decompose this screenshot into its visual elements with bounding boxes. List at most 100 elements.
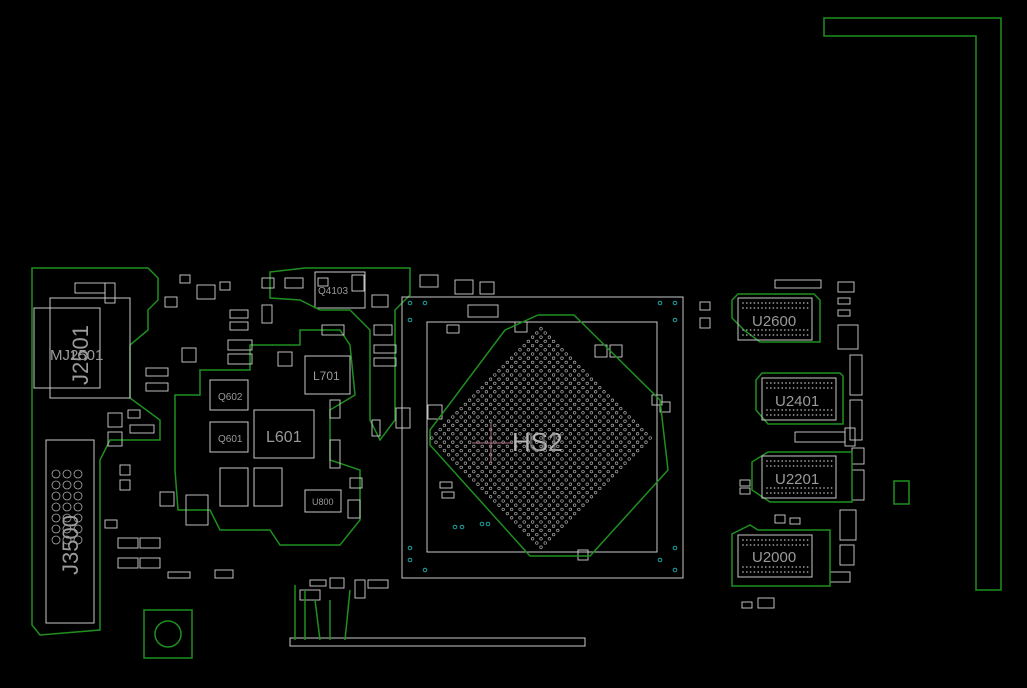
mem-ball <box>807 492 810 494</box>
bga-ball <box>535 440 539 444</box>
mem-ball <box>742 566 744 568</box>
bga-ball <box>543 364 547 369</box>
bga-ball <box>581 377 585 381</box>
mem-ball <box>745 334 748 336</box>
mem-ball <box>791 571 794 573</box>
bga-ball <box>581 453 585 457</box>
mem-ball <box>749 302 752 304</box>
mem-ball <box>772 302 775 304</box>
bga-ball <box>476 457 480 461</box>
bga-ball <box>585 432 589 436</box>
bga-ball <box>572 377 577 381</box>
passive-part <box>594 344 608 358</box>
bga-ball <box>627 415 631 419</box>
mem-ball <box>802 571 805 573</box>
bga-ball <box>539 495 543 499</box>
label-l601: L601 <box>266 429 302 446</box>
passive-part <box>739 487 751 495</box>
via <box>657 300 663 306</box>
bga-ball <box>535 432 539 436</box>
bga-ball <box>547 419 552 423</box>
bga-ball <box>577 432 581 436</box>
bga-ball <box>539 503 543 507</box>
bga-ball <box>614 427 619 432</box>
bga-ball <box>514 511 518 516</box>
bga-ball <box>572 461 577 465</box>
mem-ball <box>753 329 756 331</box>
bga-ball <box>509 406 514 411</box>
bga-ball <box>480 436 484 440</box>
mem-ball <box>772 334 775 336</box>
mem-ball <box>783 302 786 304</box>
board-outline-l-shape <box>823 17 1002 591</box>
bga-ball <box>526 516 531 520</box>
bga-ball <box>547 427 552 432</box>
mem-ball <box>823 387 825 389</box>
bga-ball <box>598 394 602 398</box>
bga-ball <box>631 436 636 440</box>
passive-part <box>107 412 123 428</box>
mem-ball <box>823 465 825 467</box>
mem-ball <box>749 566 752 568</box>
bga-ball <box>547 385 552 390</box>
bga-ball <box>547 537 552 541</box>
mem-ball <box>823 487 825 489</box>
bga-ball <box>589 469 594 474</box>
bga-ball <box>551 381 556 386</box>
mem-ball <box>787 571 790 573</box>
bga-ball <box>614 444 619 449</box>
bga-ball <box>493 398 497 402</box>
bga-ball <box>539 537 543 541</box>
passive-part <box>354 579 366 599</box>
mem-ball <box>780 302 782 304</box>
mem-ball <box>780 571 782 573</box>
label-mj2501: MJ2501 <box>50 347 103 364</box>
pad-square <box>143 609 193 659</box>
mem-ball <box>787 334 790 336</box>
bga-ball <box>467 398 472 402</box>
bga-ball <box>476 440 480 444</box>
bga-ball <box>484 474 489 478</box>
bga-ball <box>526 423 531 428</box>
label-u2401: U2401 <box>775 393 819 410</box>
bga-ball <box>442 440 447 444</box>
bga-ball <box>530 335 535 339</box>
bga-ball <box>610 457 615 461</box>
passive-part <box>347 499 361 519</box>
mem-ball <box>742 307 744 309</box>
mem-ball <box>783 307 786 309</box>
mem-ball <box>795 544 798 546</box>
mem-ball <box>766 382 768 384</box>
bga-ball <box>556 419 560 423</box>
bga-ball <box>539 377 543 381</box>
bga-ball <box>501 364 505 369</box>
bga-ball <box>619 406 623 411</box>
bga-ball <box>547 394 552 398</box>
bga-ball <box>467 406 472 411</box>
bga-ball <box>497 402 501 407</box>
bga-ball <box>593 390 598 394</box>
bga-ball <box>560 499 564 503</box>
bga-ball <box>543 348 547 352</box>
mem-ball <box>811 409 814 411</box>
label-u2000: U2000 <box>752 549 796 566</box>
mem-ball <box>776 329 779 331</box>
mem-ball <box>802 334 805 336</box>
passive-part <box>577 549 589 561</box>
mem-ball <box>761 571 763 573</box>
bga-ball <box>602 474 606 478</box>
mem-ball <box>800 414 803 416</box>
pin <box>62 524 72 534</box>
mem-ball <box>787 544 790 546</box>
bga-ball <box>543 390 547 394</box>
mem-ball <box>788 487 791 489</box>
bga-ball <box>568 507 573 512</box>
bga-ball <box>564 394 568 398</box>
bga-ball <box>635 440 640 444</box>
bga-ball <box>577 415 581 419</box>
mem-ball <box>764 544 767 546</box>
mem-ball <box>766 414 768 416</box>
bga-ball <box>472 419 476 423</box>
bga-ball <box>505 411 510 415</box>
